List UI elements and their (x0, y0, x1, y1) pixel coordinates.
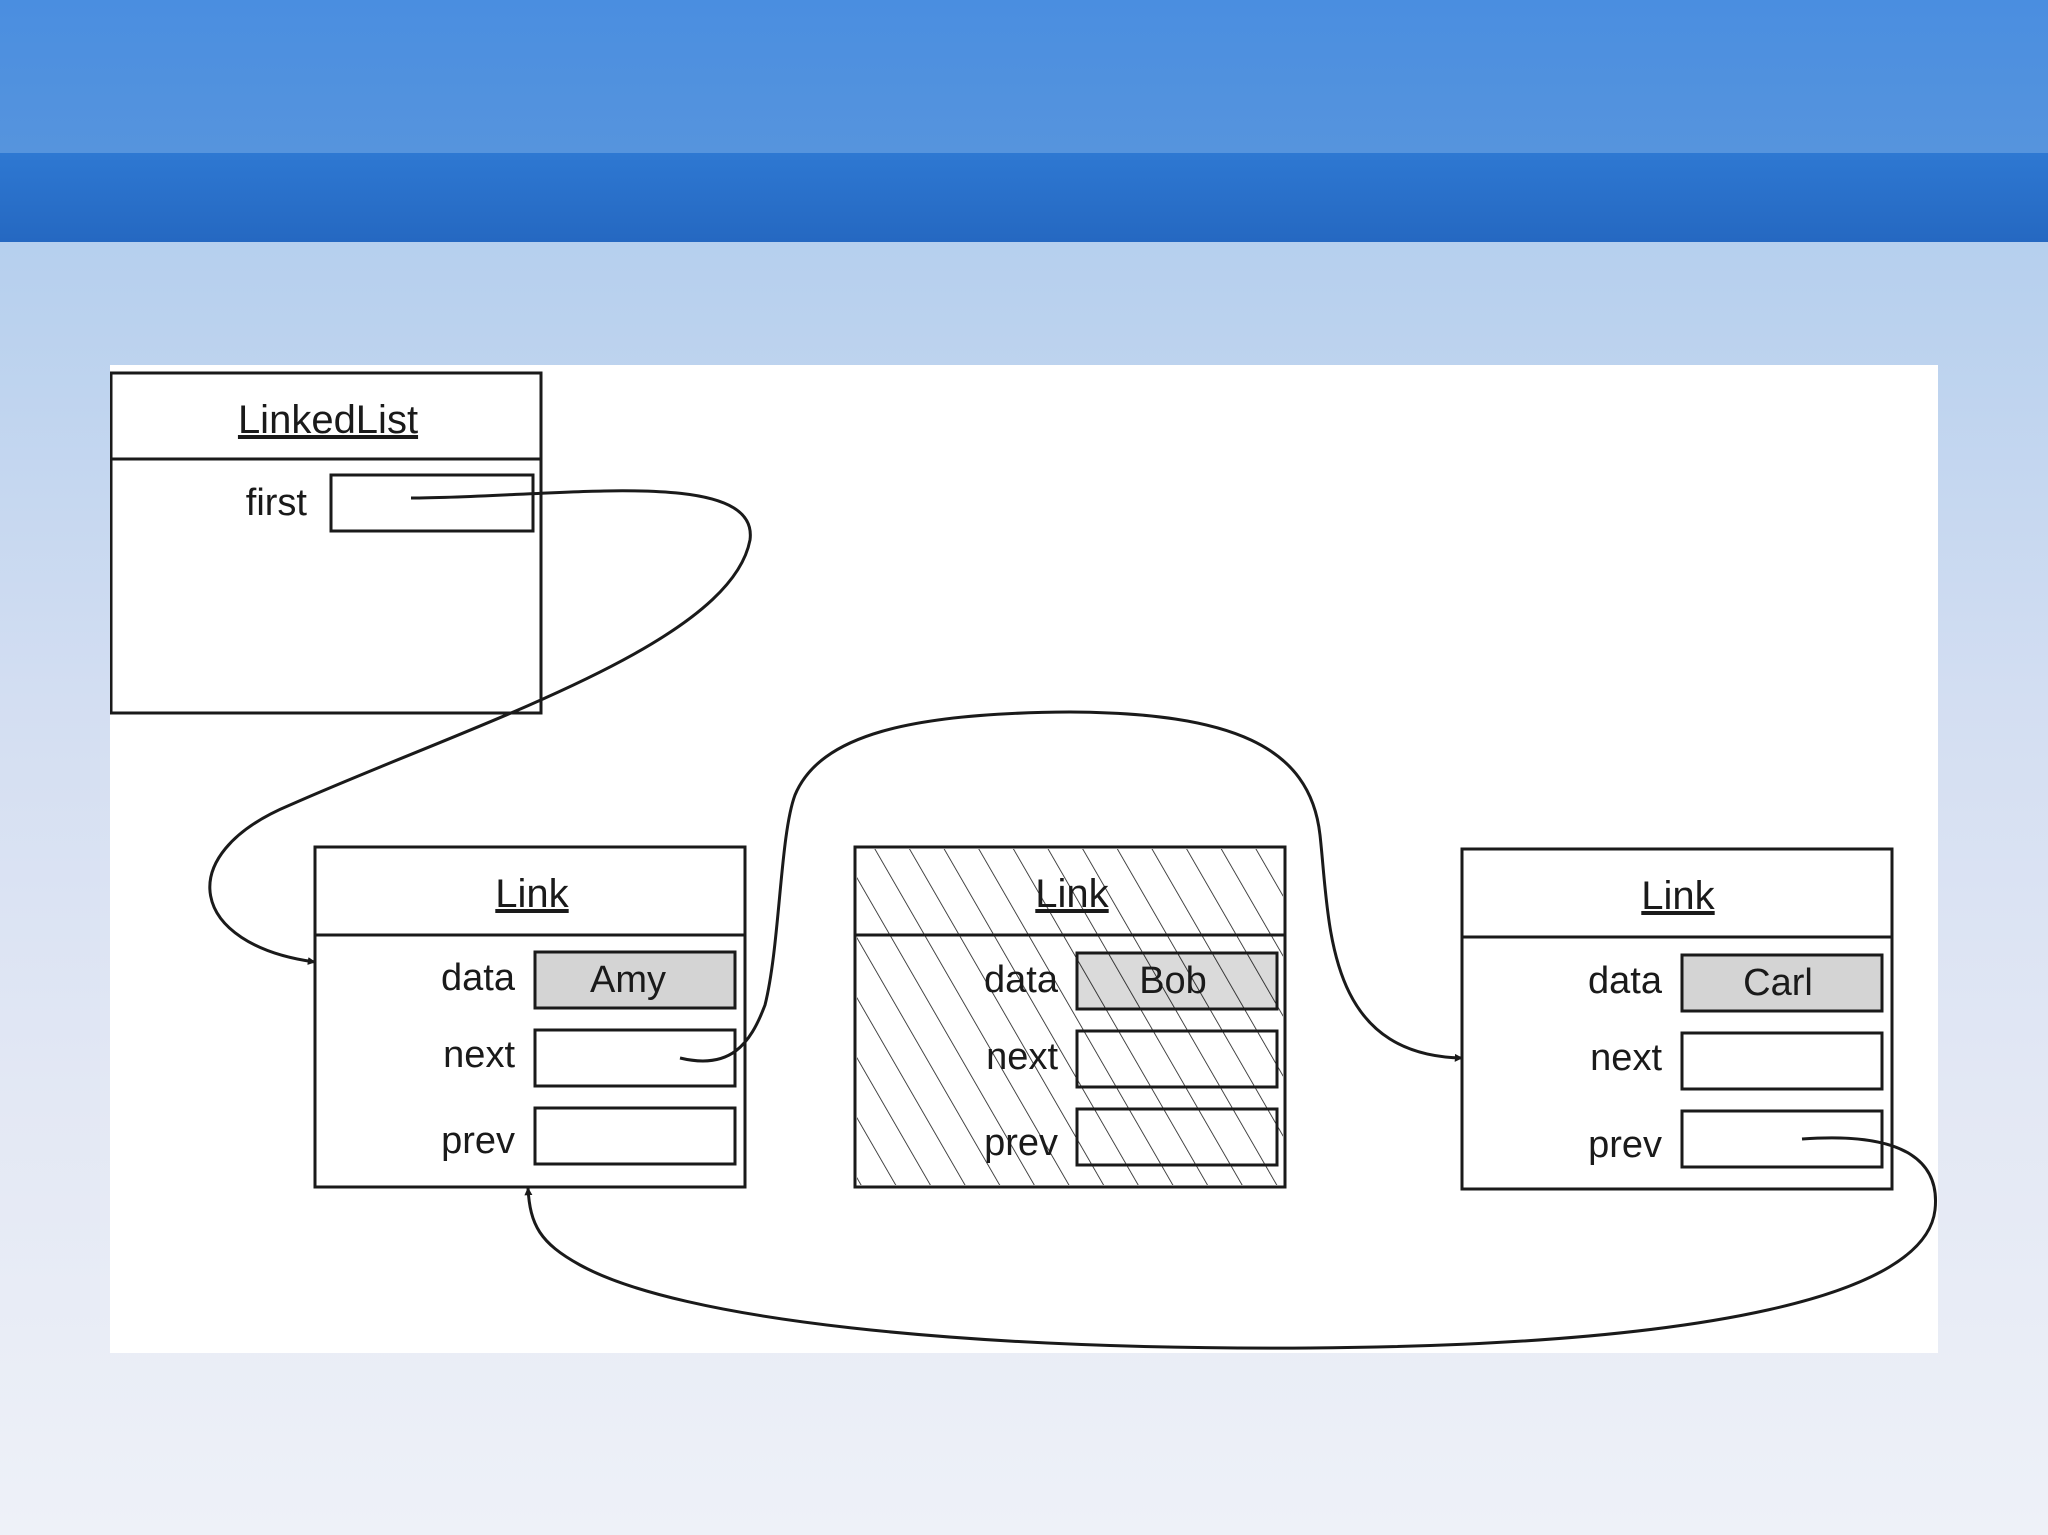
prev-field-label: prev (1588, 1124, 1662, 1166)
next-field-label: next (1590, 1037, 1662, 1079)
link-title: Link (1035, 872, 1109, 916)
prev-field-label: prev (441, 1120, 515, 1162)
next-field-label: next (986, 1036, 1058, 1078)
linked-list-diagram: LinkedList first Link data next prev Amy… (110, 371, 1938, 1350)
next-pointer-cell (533, 1028, 737, 1088)
removed-hatch-pattern (857, 849, 1283, 1185)
diagram-panel: LinkedList first Link data next prev Amy… (110, 365, 1938, 1353)
linkedlist-box: LinkedList first (110, 371, 543, 715)
arrow-first-to-amy (208, 489, 752, 965)
data-value: Carl (1743, 962, 1813, 1004)
first-pointer-cell (329, 473, 535, 533)
prev-pointer-cell (533, 1106, 737, 1166)
arrow-amy-next-to-carl (679, 710, 1463, 1063)
prev-field-label: prev (984, 1122, 1058, 1164)
next-pointer-cell (1680, 1031, 1884, 1091)
link-title: Link (495, 872, 569, 916)
link-node-bob-removed: Link data next prev Bob (853, 845, 1287, 1189)
first-field-label: first (246, 482, 308, 524)
link-node-carl: Link data next prev Carl (1460, 847, 1894, 1191)
slide-header (0, 0, 2048, 242)
header-band-bottom (0, 153, 2048, 242)
data-value-cell (1680, 953, 1884, 1013)
data-field-label: data (441, 957, 516, 999)
link-title: Link (1641, 874, 1715, 918)
data-value: Amy (590, 959, 666, 1001)
arrow-carl-prev-to-amy (524, 1136, 1938, 1350)
data-field-label: data (984, 959, 1059, 1001)
link-node-amy: Link data next prev Amy (313, 845, 747, 1189)
data-field-label: data (1588, 960, 1663, 1002)
next-field-label: next (443, 1034, 515, 1076)
prev-pointer-cell (1075, 1107, 1279, 1167)
header-band-top (0, 0, 2048, 153)
linkedlist-title: LinkedList (238, 398, 418, 442)
data-value: Bob (1139, 960, 1207, 1002)
data-value-cell (533, 950, 737, 1010)
next-pointer-cell (1075, 1029, 1279, 1089)
